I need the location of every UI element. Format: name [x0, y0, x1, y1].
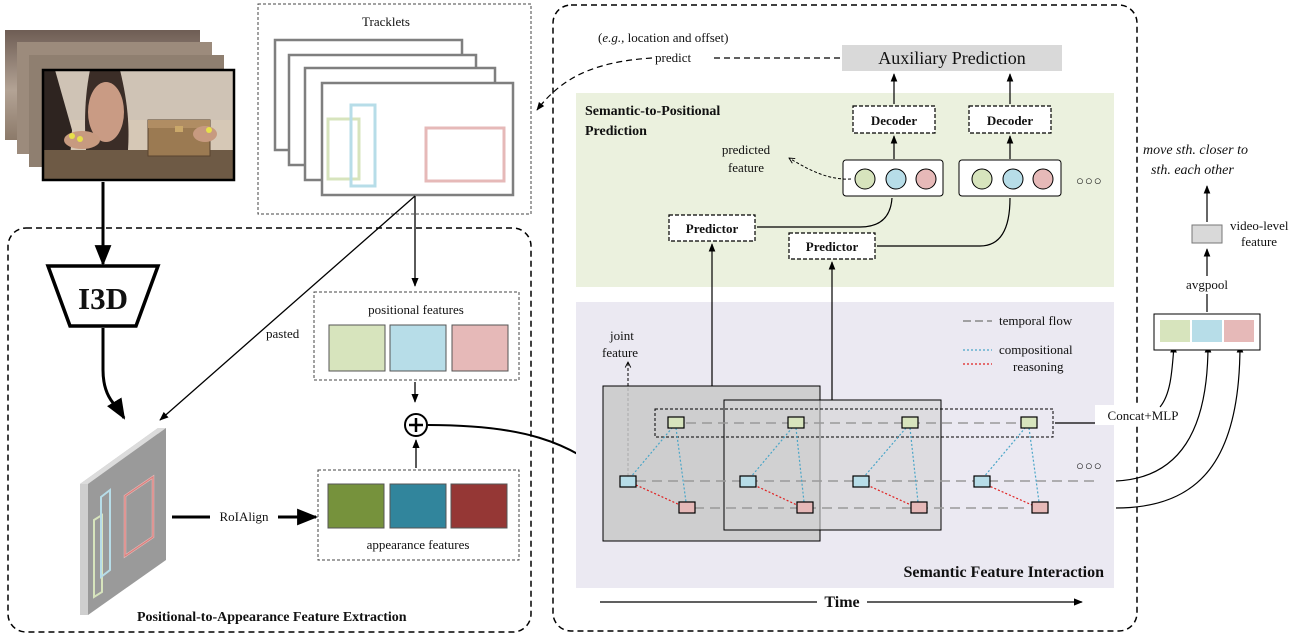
auxiliary-prediction-box	[842, 45, 1062, 71]
predictor-1-to-feature-line	[757, 197, 893, 228]
video-level-label-line2: feature	[1241, 234, 1277, 249]
tracklet-box-red	[424, 126, 506, 183]
predicted-feature-label-line1: predicted	[722, 142, 771, 157]
example-note: (e.g., location and offset)	[598, 30, 728, 45]
pasted-label: pasted	[266, 326, 300, 341]
decoder-1-label: Decoder	[871, 113, 917, 128]
auxiliary-prediction-label: Auxiliary Prediction	[878, 48, 1025, 68]
green-row-to-output-arrow	[1159, 344, 1177, 408]
sfi-title: Semantic Feature Interaction	[903, 564, 1104, 581]
positional-features-label: positional features	[368, 302, 464, 317]
predicted-feature-group-1	[842, 159, 944, 197]
compositional-links	[629, 427, 1040, 503]
ellipsis-bottom: ○○○	[1076, 458, 1103, 473]
ellipsis-top: ○○○	[1076, 173, 1103, 188]
legend-temporal-label: temporal flow	[999, 313, 1073, 328]
positional-feature-blue	[389, 324, 447, 372]
combined-feature-green	[1160, 320, 1190, 342]
sum-node	[404, 413, 428, 437]
predicted-feature-pointer	[789, 158, 852, 180]
tracklet-box-blue	[349, 103, 377, 188]
predict-arrow	[536, 57, 653, 111]
red-row-to-output-arrow	[1115, 344, 1244, 509]
predictor-2-to-feature-line	[877, 197, 1011, 247]
tracklets-box	[257, 3, 532, 215]
combined-feature-red	[1224, 320, 1254, 342]
predict-label: predict	[655, 50, 691, 65]
joint-feature-label-line2: feature	[602, 345, 638, 360]
time-label: Time	[824, 594, 859, 611]
action-label-line2: sth. each other	[1151, 163, 1234, 178]
tracklet-frames	[273, 38, 515, 197]
pae-title: Positional-to-Appearance Feature Extract…	[137, 610, 407, 625]
avgpool-label: avgpool	[1186, 277, 1228, 292]
i3d-to-featuremap-arrow	[101, 328, 126, 420]
video-level-label-line1: video-level	[1230, 218, 1289, 233]
appearance-feature-blue	[389, 483, 447, 529]
positional-feature-red	[451, 324, 509, 372]
i3d-label: I3D	[78, 281, 128, 316]
pae-region	[7, 227, 532, 633]
interaction-nodes	[619, 416, 1049, 514]
i3d-block: I3D	[45, 264, 161, 328]
appearance-feature-green	[327, 483, 385, 529]
action-label-line1: move sth. closer to	[1143, 143, 1248, 158]
predictor-2	[788, 232, 876, 260]
predicted-feature-group-2	[958, 159, 1062, 197]
reasoning-links	[635, 484, 1033, 506]
predictor-1-label: Predictor	[686, 221, 739, 236]
blue-row-to-output-arrow	[1115, 344, 1212, 482]
predicted-feature-label-line2: feature	[728, 160, 764, 175]
concat-mlp-label: Concat+MLP	[1108, 408, 1179, 423]
positional-features-box	[313, 291, 520, 381]
feature-map	[80, 428, 166, 615]
semantic-region	[552, 4, 1138, 632]
positional-feature-green	[328, 324, 386, 372]
video-frame-front	[41, 68, 236, 182]
predictor-1	[668, 214, 756, 242]
roialign-label: RoIAlign	[219, 509, 269, 524]
decoder-2-label: Decoder	[987, 113, 1033, 128]
tracklet-box-green	[326, 117, 361, 181]
video-frames	[5, 30, 236, 182]
stp-title-line1: Semantic-to-Positional	[585, 104, 720, 119]
stp-title-line2: Prediction	[585, 124, 647, 139]
predictor-2-label: Predictor	[806, 239, 859, 254]
tracklets-title: Tracklets	[362, 14, 410, 29]
decoder-2	[968, 105, 1052, 134]
appearance-feature-red	[450, 483, 508, 529]
joint-feature-label-line1: joint	[609, 328, 634, 343]
video-level-feature-box	[1191, 224, 1223, 244]
green-node-row	[654, 408, 1054, 438]
legend-compositional-label: compositional	[999, 342, 1073, 357]
decoder-1	[852, 105, 936, 134]
pasted-arrow	[159, 195, 416, 421]
legend-reasoning-label: reasoning	[1013, 359, 1064, 374]
appearance-features-label: appearance features	[367, 537, 470, 552]
combined-feature-blue	[1192, 320, 1222, 342]
